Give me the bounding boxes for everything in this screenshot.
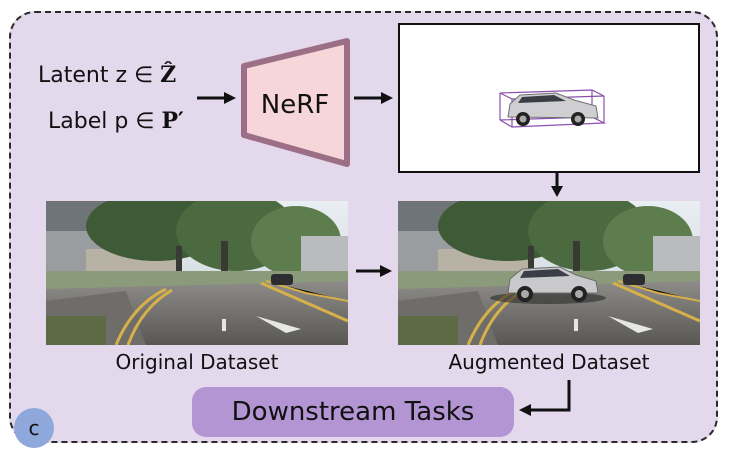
original-dataset-caption: Original Dataset [115,350,279,374]
original-dataset-image [46,201,348,345]
arrow-right-icon [197,92,236,104]
label-text: Label p ∈ [48,109,162,134]
downstream-tasks-box: Downstream Tasks [192,387,514,437]
downstream-tasks-label: Downstream Tasks [231,397,475,427]
augmented-dataset-image [398,201,700,345]
latent-label: Latent z ∈ Ẑ [38,62,176,88]
latent-set-symbol: Ẑ [160,62,177,88]
panel-letter-badge: c [14,408,54,448]
augmented-dataset-caption: Augmented Dataset [448,350,650,374]
arrow-left-icon [519,380,571,416]
arrow-right-icon [356,265,392,277]
rendered-car [499,89,607,128]
nerf-trapezoid [241,38,350,167]
latent-text: Latent z ∈ [38,63,161,88]
label-label: Label p ∈ P′ [48,108,184,134]
arrow-down-icon [551,173,563,197]
arrow-right-icon [354,92,393,104]
car-icon [490,266,606,304]
label-set-symbol: P′ [161,108,184,134]
nerf-label: NeRF [261,90,329,120]
panel-letter: c [28,416,40,440]
